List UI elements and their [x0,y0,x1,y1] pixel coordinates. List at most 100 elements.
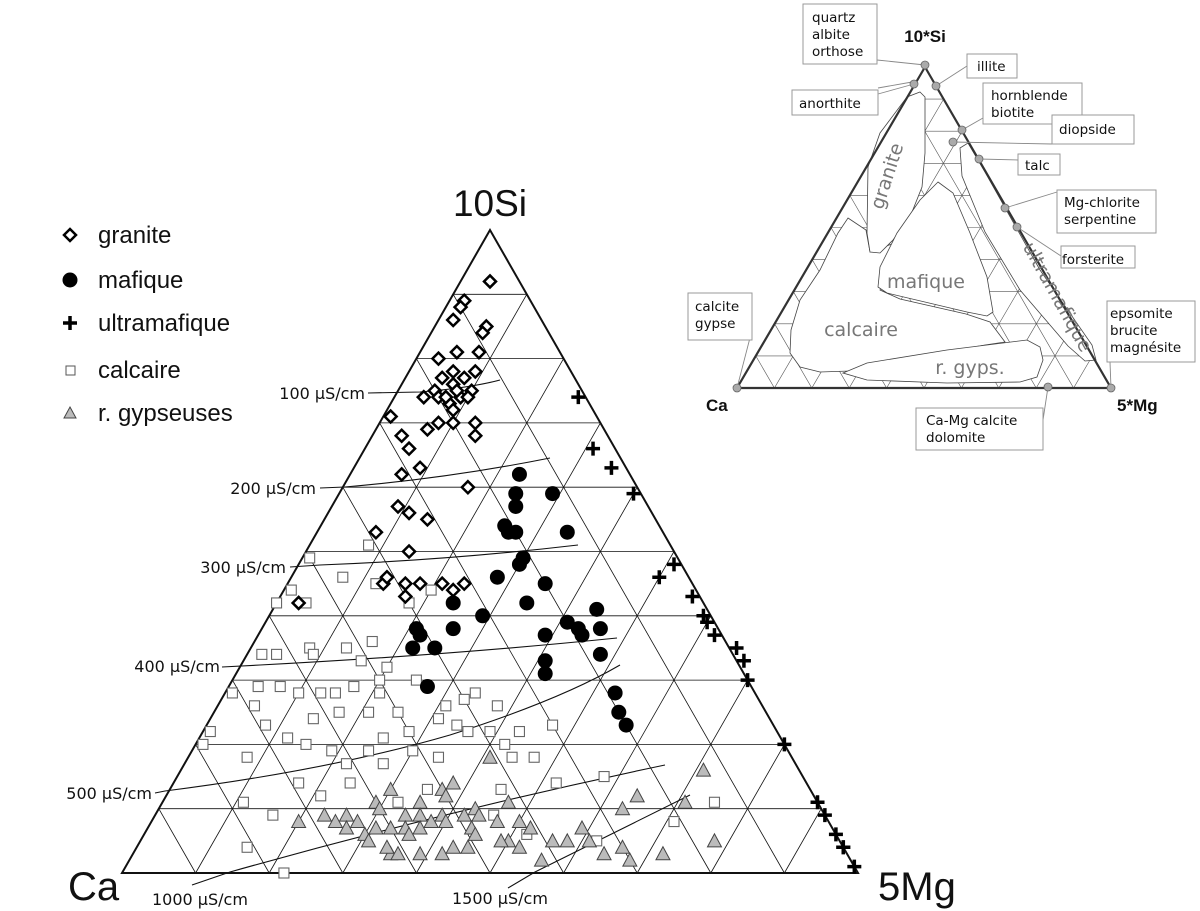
legend-item-granite: granite [62,222,171,249]
mineral-text: magnésite [1110,340,1181,356]
calcaire-point [377,732,389,744]
calcaire-point [366,635,378,648]
axis-label-left: Ca [68,865,120,909]
isoline-label-100: 100 µS/cm [279,384,365,403]
mafique-point [412,627,428,643]
inset-region-label-calcaire: calcaire [824,319,898,341]
main-ternary-grid [158,293,822,874]
r-gypseuses-point [596,845,612,861]
grid-line [1073,355,1093,389]
isoline-300 [289,544,579,568]
ultramafique-point [817,808,832,823]
granite-point [419,511,436,528]
grid-line [710,744,785,874]
r-gypseuses-point [382,819,399,835]
calcaire-point [374,674,386,686]
calcaire-point [285,584,297,596]
ultramafique-point [652,570,667,585]
calcaire-point [484,725,496,738]
r-gypseuses-point [511,839,528,854]
r-gypseuses-point [655,845,671,861]
r-gypseuses-point [706,832,723,848]
mafique-point [607,685,623,701]
calcaire-point [363,745,375,757]
ultramafique-point [667,557,681,572]
mineral-text: serpentine [1064,212,1136,228]
mafique-point [574,627,590,643]
granite-point [401,505,417,521]
calcaire-point [425,584,437,596]
calcaire-point [550,777,562,789]
inset-diagram: granite mafique calcaire r. gyps. ultram… [687,3,1196,451]
inset-region-gypseuses [841,339,1044,384]
r-gypseuses-point [614,800,631,816]
legend-item-calcaire: calcaire [65,357,181,384]
grid-line [784,808,822,874]
grid-line [563,615,712,874]
mafique-point [537,576,553,592]
diamond-marker-icon [62,227,78,243]
granite-point [415,389,432,405]
mineral-text: illite [977,59,1006,75]
r-gypseuses-point [338,807,355,822]
calcaire-point [421,783,433,795]
inset-axis-left: Ca [706,396,728,415]
isoline-label-400: 400 µS/cm [134,657,220,676]
circle-marker-icon [62,272,78,288]
inset-region-granite [866,91,926,254]
grid-line [755,355,775,389]
r-gypseuses-point [412,794,428,809]
mineral-text: Ca-Mg calcite [926,413,1017,429]
calcaire-point [598,770,610,783]
r-gypseuses-point [382,781,399,796]
calcaire-point [307,648,319,660]
r-gypseuses-point [338,819,355,835]
r-gypseuses-point [460,839,476,854]
granite-point [430,350,447,367]
granite-point [393,466,410,483]
mineral-text: dolomite [926,430,985,446]
mafique-point [508,498,524,514]
mafique-point [559,614,575,630]
mafique-point [511,556,527,572]
calcaire-point [241,841,253,853]
calcaire-point [462,725,474,738]
isoline-1500 [507,794,691,889]
legend-label: r. gypseuses [98,400,233,427]
isoline-500 [154,664,621,794]
calcaire-point [304,552,316,564]
r-gypseuses-point [533,852,550,867]
calcaire-point [278,867,290,879]
grid-line [905,98,1074,389]
mafique-point [445,595,461,611]
mafique-point [511,466,527,482]
calcaire-point [274,680,286,693]
r-gypseuses-point [371,800,388,816]
mineral-text: hornblende [991,88,1068,104]
granite-point [452,299,469,315]
grid-line [195,294,528,874]
mineral-dots [732,60,1116,393]
mafique-point [427,640,443,656]
calcaire-point [271,648,283,660]
calcaire-point [337,571,349,583]
granite-point [456,575,473,592]
mineral-label-talc: talc [1017,153,1061,176]
r-gypseuses-point [482,749,498,764]
mineral-label-calcite: calcite gypse [687,292,753,341]
calcaire-point [333,706,345,718]
mafique-point [508,486,524,502]
calcaire-point [499,738,511,750]
calcaire-point [547,719,559,731]
mafique-point [508,524,524,540]
calcaire-point [226,687,238,699]
mineral-label-forsterite: forsterite [1060,245,1136,269]
r-gypseuses-point [677,794,693,809]
ultramafique-point [729,640,744,655]
granite-point [397,588,414,605]
mineral-label-epsomite: epsomite brucite magnésite [1106,300,1196,363]
granite-point [445,312,461,328]
mafique-point [589,601,605,617]
r-gypseuses-point [360,832,377,848]
calcaire-point [267,809,279,821]
